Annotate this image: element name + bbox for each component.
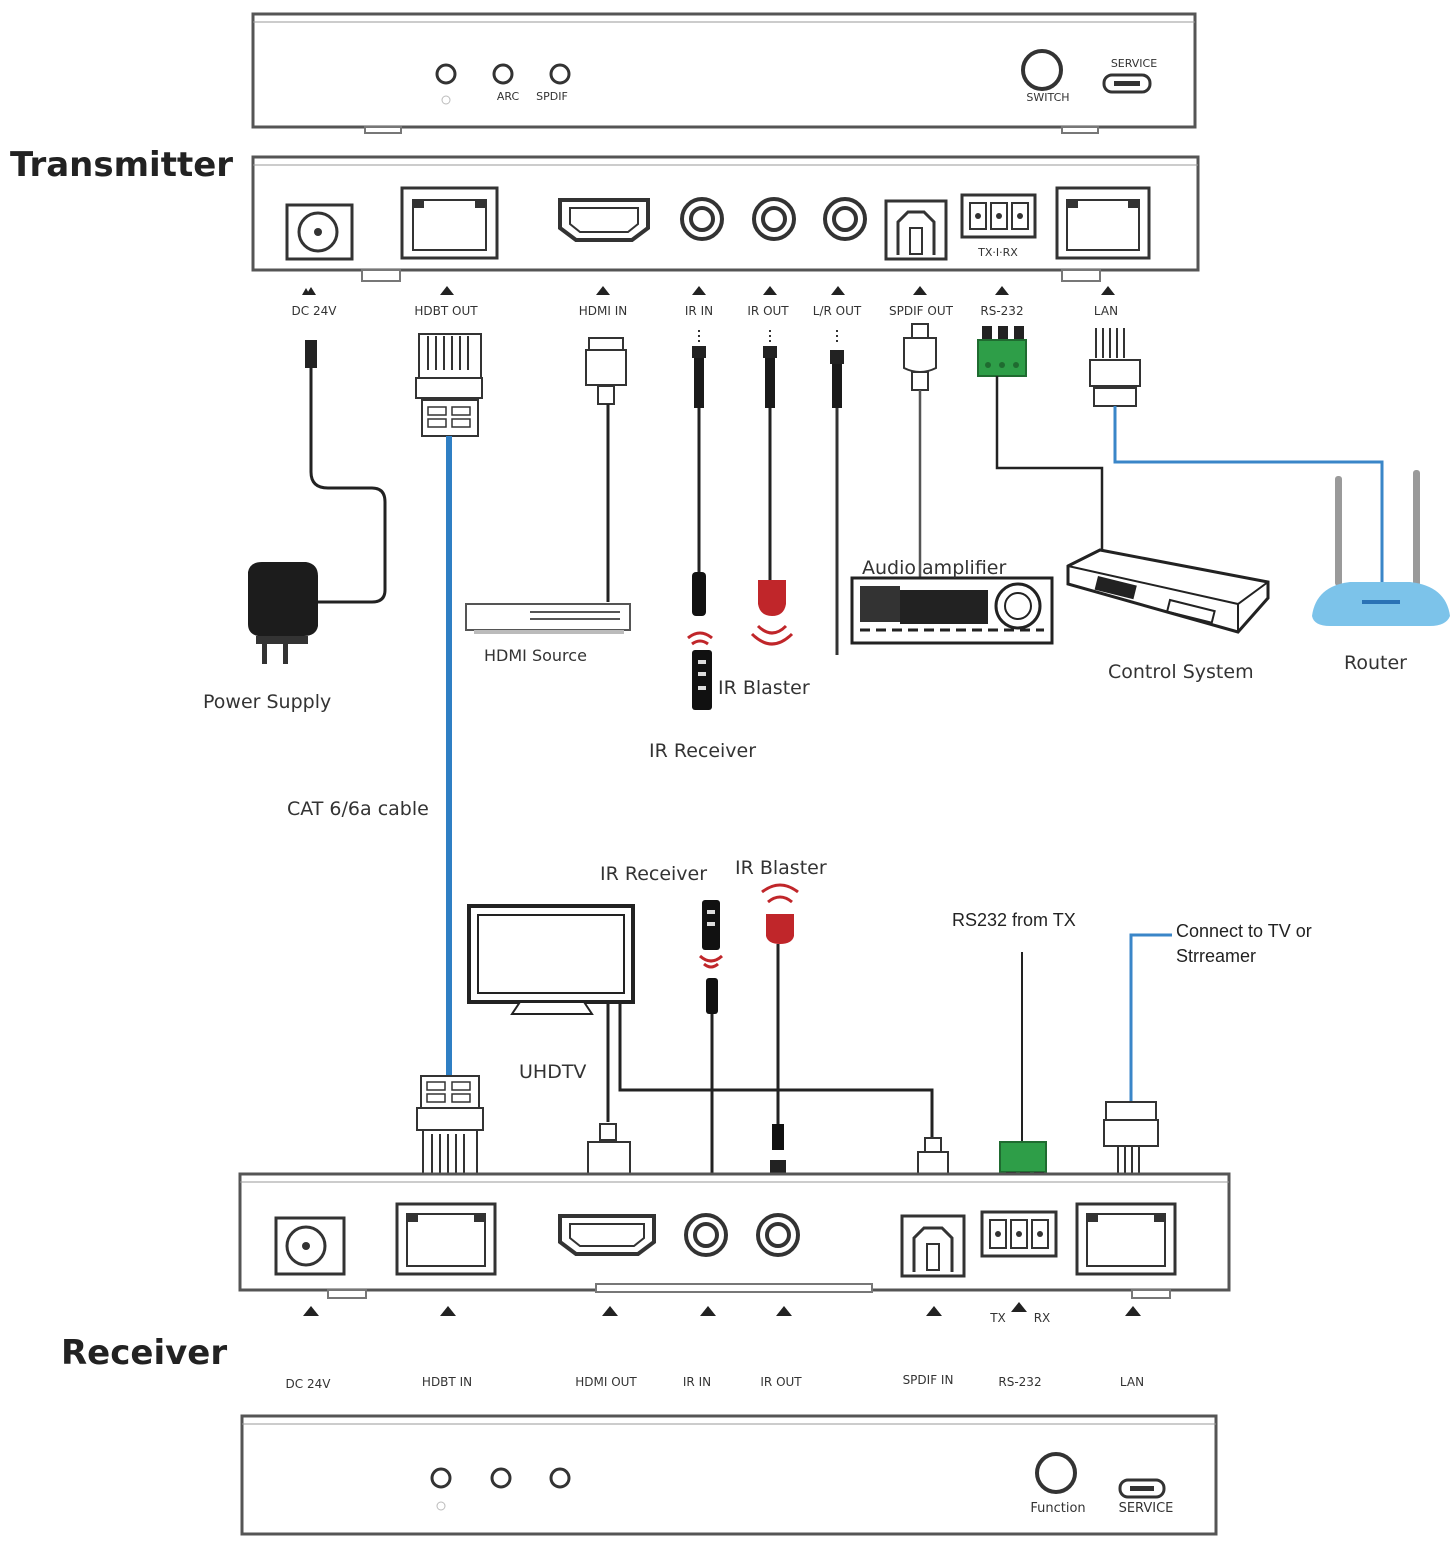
rx-rs232-terminal-icon	[980, 1210, 1058, 1258]
rs232-from-tx-label: RS232 from TX	[952, 910, 1076, 930]
ir-blaster-icon-tx	[750, 580, 794, 646]
hdmi-source-label: HDMI Source	[484, 646, 587, 665]
hdmi-out-port-icon	[558, 1214, 656, 1256]
spdif-in-port-icon	[900, 1214, 966, 1278]
lan-connector-tx	[1089, 328, 1384, 590]
hdbt-out-port-icon	[400, 186, 499, 260]
rs232-green-connector	[977, 326, 1104, 556]
rx-led-indicator-1	[430, 1467, 452, 1489]
ir-blaster-label-tx: IR Blaster	[718, 677, 810, 699]
tx-label-ir-in: IR IN	[685, 304, 713, 318]
receiver-rear-panel	[238, 1172, 1231, 1299]
connect-tv-label-line2: Strreamer	[1176, 946, 1256, 966]
control-system-icon	[1066, 548, 1270, 634]
ir-in-jack-icon	[680, 197, 724, 241]
ir-receiver-icon	[687, 631, 713, 710]
rx-ir-in-jack-icon	[684, 1213, 728, 1257]
lan-connector-rx	[1103, 933, 1172, 1178]
lr-out-jack-icon	[823, 197, 867, 241]
router-icon	[1312, 470, 1450, 626]
ir-blaster-label-rx: IR Blaster	[735, 857, 827, 879]
front-label-service: SERVICE	[1111, 57, 1157, 70]
rs232-rx-connector	[999, 952, 1047, 1194]
rx-dc-power-port-icon	[274, 1216, 346, 1276]
rs232-txrx-label: TX·I·RX	[977, 246, 1018, 259]
led-indicator-spdif	[549, 63, 571, 85]
transmitter-rear-panel: TX·I·RX	[251, 155, 1200, 282]
ir-out-cable	[763, 330, 777, 580]
function-button-icon[interactable]	[1035, 1452, 1077, 1494]
audio-amplifier-icon	[850, 576, 1054, 645]
ir-receiver-icon-rx	[698, 900, 724, 1186]
control-system-label: Control System	[1108, 661, 1254, 683]
hdbt-in-port-icon	[395, 1202, 497, 1276]
rx-label-hdmi-out: HDMI OUT	[575, 1375, 637, 1389]
rx-lan-port-icon	[1075, 1202, 1177, 1276]
receiver-title: Receiver	[61, 1333, 227, 1373]
lr-out-cable	[830, 330, 844, 655]
hdbt-out-connector	[415, 333, 483, 437]
power-supply-label: Power Supply	[203, 691, 331, 713]
router-label: Router	[1344, 652, 1407, 674]
tx-label-dc: DC 24V	[292, 304, 338, 318]
rx-led-indicator-2	[490, 1467, 512, 1489]
rx-label-dc: DC 24V	[286, 1377, 332, 1391]
rx-label-lan: LAN	[1120, 1375, 1144, 1389]
rx-label-ir-in: IR IN	[683, 1375, 711, 1389]
rx-label-tx: TX	[989, 1311, 1006, 1325]
rx-label-rx: RX	[1034, 1311, 1051, 1325]
tx-label-spdif-out: SPDIF OUT	[889, 304, 954, 318]
dc-power-port-icon	[285, 203, 354, 261]
cable-label: CAT 6/6a cable	[287, 798, 429, 820]
switch-button-icon[interactable]	[1021, 49, 1063, 91]
uhdtv-label: UHDTV	[519, 1061, 586, 1083]
rs232-terminal-icon	[960, 193, 1037, 239]
receiver-front-panel: Function SERVICE	[240, 1414, 1218, 1536]
ir-receiver-label-rx: IR Receiver	[600, 863, 707, 885]
rx-led-indicator-3	[549, 1467, 571, 1489]
hdmi-in-connector	[585, 337, 627, 602]
rx-port-labels: TX RX DC 24V HDBT IN HDMI OUT IR IN IR O…	[286, 1302, 1144, 1391]
rx-front-label-service: SERVICE	[1119, 1501, 1174, 1516]
tx-label-lan: LAN	[1094, 304, 1118, 318]
led-indicator-1	[435, 63, 457, 85]
rx-ir-out-jack-icon	[756, 1213, 800, 1257]
hdmi-source-icon	[465, 603, 631, 634]
rx-label-rs232: RS-232	[998, 1375, 1041, 1389]
rx-label-hdbt-in: HDBT IN	[422, 1375, 472, 1389]
tx-label-ir-out: IR OUT	[747, 304, 789, 318]
audio-amplifier-label: Audio amplifier	[862, 557, 1006, 579]
ir-receiver-label-tx: IR Receiver	[649, 740, 756, 762]
tx-label-lr-out: L/R OUT	[813, 304, 862, 318]
spdif-out-port-icon	[884, 199, 948, 261]
front-label-switch: SWITCH	[1026, 91, 1069, 104]
hdmi-in-port-icon	[558, 198, 650, 242]
tx-label-rs232: RS-232	[980, 304, 1023, 318]
led-indicator-arc	[492, 63, 514, 85]
front-label-arc: ARC	[497, 90, 520, 103]
spdif-out-cable	[903, 323, 937, 582]
power-cable	[305, 340, 387, 604]
rx-label-ir-out: IR OUT	[760, 1375, 802, 1389]
hdbt-in-connector	[416, 1075, 484, 1177]
front-label-function: Function	[1030, 1501, 1085, 1516]
front-label-spdif: SPDIF	[536, 90, 568, 103]
tx-port-labels: DC 24V HDBT OUT HDMI IN IR IN IR OUT L/R…	[292, 286, 1118, 318]
uhdtv-icon	[467, 904, 635, 1015]
ir-in-cable	[692, 330, 706, 616]
rx-label-spdif-in: SPDIF IN	[903, 1373, 954, 1387]
transmitter-front-panel: ARC SPDIF SWITCH SERVICE	[251, 12, 1197, 134]
tx-label-hdbt-out: HDBT OUT	[414, 304, 478, 318]
ir-out-jack-icon	[752, 197, 796, 241]
lan-port-icon	[1055, 186, 1151, 260]
ir-blaster-icon-rx	[761, 883, 799, 1178]
tx-label-hdmi-in: HDMI IN	[579, 304, 628, 318]
hdmi-out-cable	[587, 1004, 934, 1191]
connect-tv-label-line1: Connect to TV or	[1176, 921, 1312, 941]
power-supply-icon	[248, 562, 318, 664]
transmitter-title: Transmitter	[10, 145, 233, 185]
